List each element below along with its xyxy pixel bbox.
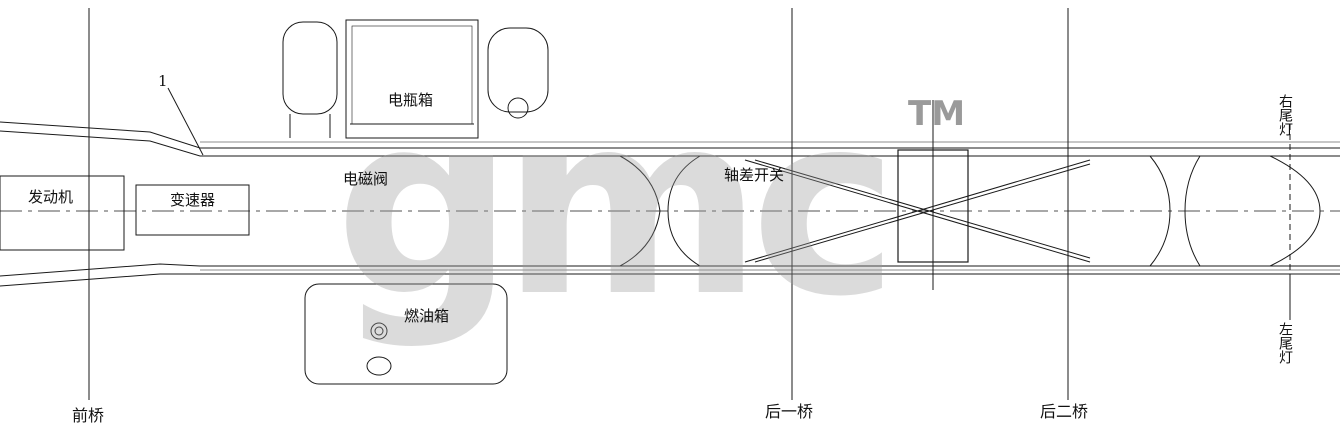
watermark-logo: gmc (335, 60, 899, 351)
rear-axle-2-label: 后二桥 (1040, 402, 1089, 421)
frame-lower-rail (0, 263, 1340, 287)
solenoid-valve-label: 电磁阀 (343, 170, 389, 188)
transmission-label: 变速器 (170, 191, 216, 209)
axle-housing (897, 100, 969, 290)
x-brace (744, 159, 1091, 263)
watermark-trademark: TM (908, 94, 966, 134)
callout-leader (167, 87, 204, 156)
air-tank-left (282, 21, 338, 138)
left-taillight-label: 左尾灯 (1277, 322, 1293, 364)
crossmember-rear (1149, 155, 1321, 267)
engine-box (0, 175, 125, 251)
diff-lock-switch-label: 轴差开关 (724, 166, 785, 184)
front-axle-label: 前桥 (72, 406, 105, 425)
fuel-tank-outline (304, 283, 508, 385)
engine-label: 发动机 (28, 188, 74, 206)
rear-axle-1-label: 后一桥 (765, 402, 814, 421)
frame-upper-rail (0, 121, 1340, 157)
fuel-tank-label: 燃油箱 (404, 307, 450, 325)
transmission-box (135, 184, 250, 236)
air-tank-right (487, 27, 549, 119)
right-taillight-label: 右尾灯 (1277, 94, 1293, 136)
crossmember-a (619, 155, 701, 267)
callout-number: 1 (158, 72, 168, 90)
battery-box-label: 电瓶箱 (388, 91, 434, 109)
battery-box-outline (345, 19, 479, 139)
